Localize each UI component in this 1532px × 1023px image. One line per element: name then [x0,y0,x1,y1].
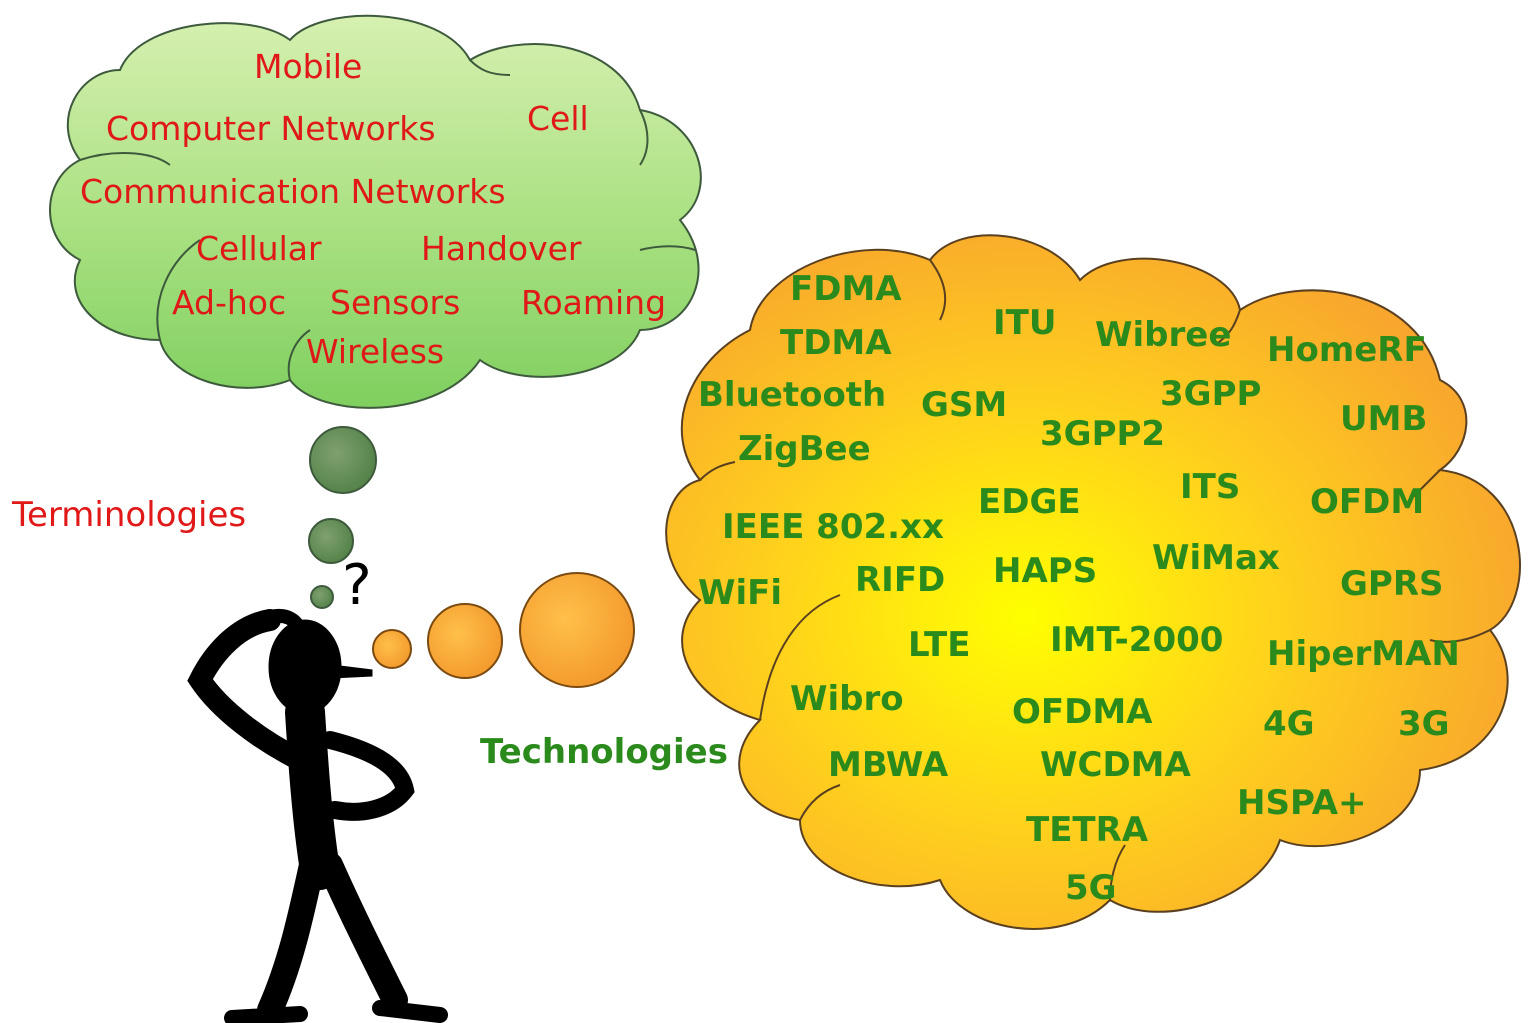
term-word: Cellular [196,229,322,268]
tech-word: GPRS [1340,564,1444,604]
orange-thought-bubble-medium [427,603,503,679]
tech-word: Wibro [790,679,904,719]
technology-cloud [665,234,1521,930]
term-word: Computer Networks [106,109,436,148]
term-word: Roaming [521,283,667,322]
term-word: Mobile [254,47,363,86]
technologies-label: Technologies [480,732,728,772]
thinking-person-icon [187,609,448,1023]
tech-word: HiperMAN [1267,634,1460,674]
question-mark: ? [342,553,372,618]
orange-thought-bubble-small [372,629,412,669]
tech-word: ZigBee [738,429,871,469]
tech-word: EDGE [978,482,1081,522]
tech-word: TETRA [1026,810,1149,850]
tech-word: HAPS [993,551,1098,591]
green-thought-bubble-medium [308,518,354,564]
tech-word: LTE [908,625,971,665]
tech-word: OFDM [1310,482,1425,522]
tech-word: IMT-2000 [1050,620,1224,660]
tech-word: OFDMA [1012,692,1153,732]
green-thought-bubble-large [309,426,377,494]
tech-word: MBWA [828,745,949,785]
tech-word: 3GPP2 [1040,414,1166,454]
tech-word: HomeRF [1267,330,1427,370]
term-word: Cell [527,99,589,138]
tech-word: 3GPP [1160,374,1262,414]
tech-word: WiMax [1152,538,1280,578]
green-thought-bubble-small [310,585,334,609]
tech-word: WCDMA [1040,745,1191,785]
tech-word: FDMA [790,269,902,309]
tech-word: Bluetooth [698,375,887,415]
tech-word: TDMA [780,323,892,363]
terminology-cloud [49,14,702,409]
term-word: Wireless [306,332,445,371]
tech-word: 5G [1065,868,1117,908]
tech-word: UMB [1340,399,1428,439]
tech-word: ITS [1180,467,1241,507]
terminologies-label: Terminologies [12,495,247,535]
term-word: Sensors [330,283,461,322]
tech-word: GSM [921,385,1008,425]
term-word: Communication Networks [80,172,506,211]
tech-word: IEEE 802.xx [722,507,944,547]
tech-word: 4G [1263,704,1315,744]
tech-word: ITU [993,303,1057,343]
tech-word: RIFD [855,560,946,600]
tech-word: HSPA+ [1237,783,1367,823]
tech-word: 3G [1398,704,1450,744]
term-word: Handover [421,229,582,268]
tech-word: Wibree [1095,315,1232,355]
tech-word: WiFi [698,573,783,613]
term-word: Ad-hoc [172,283,287,322]
orange-thought-bubble-large [519,572,635,688]
